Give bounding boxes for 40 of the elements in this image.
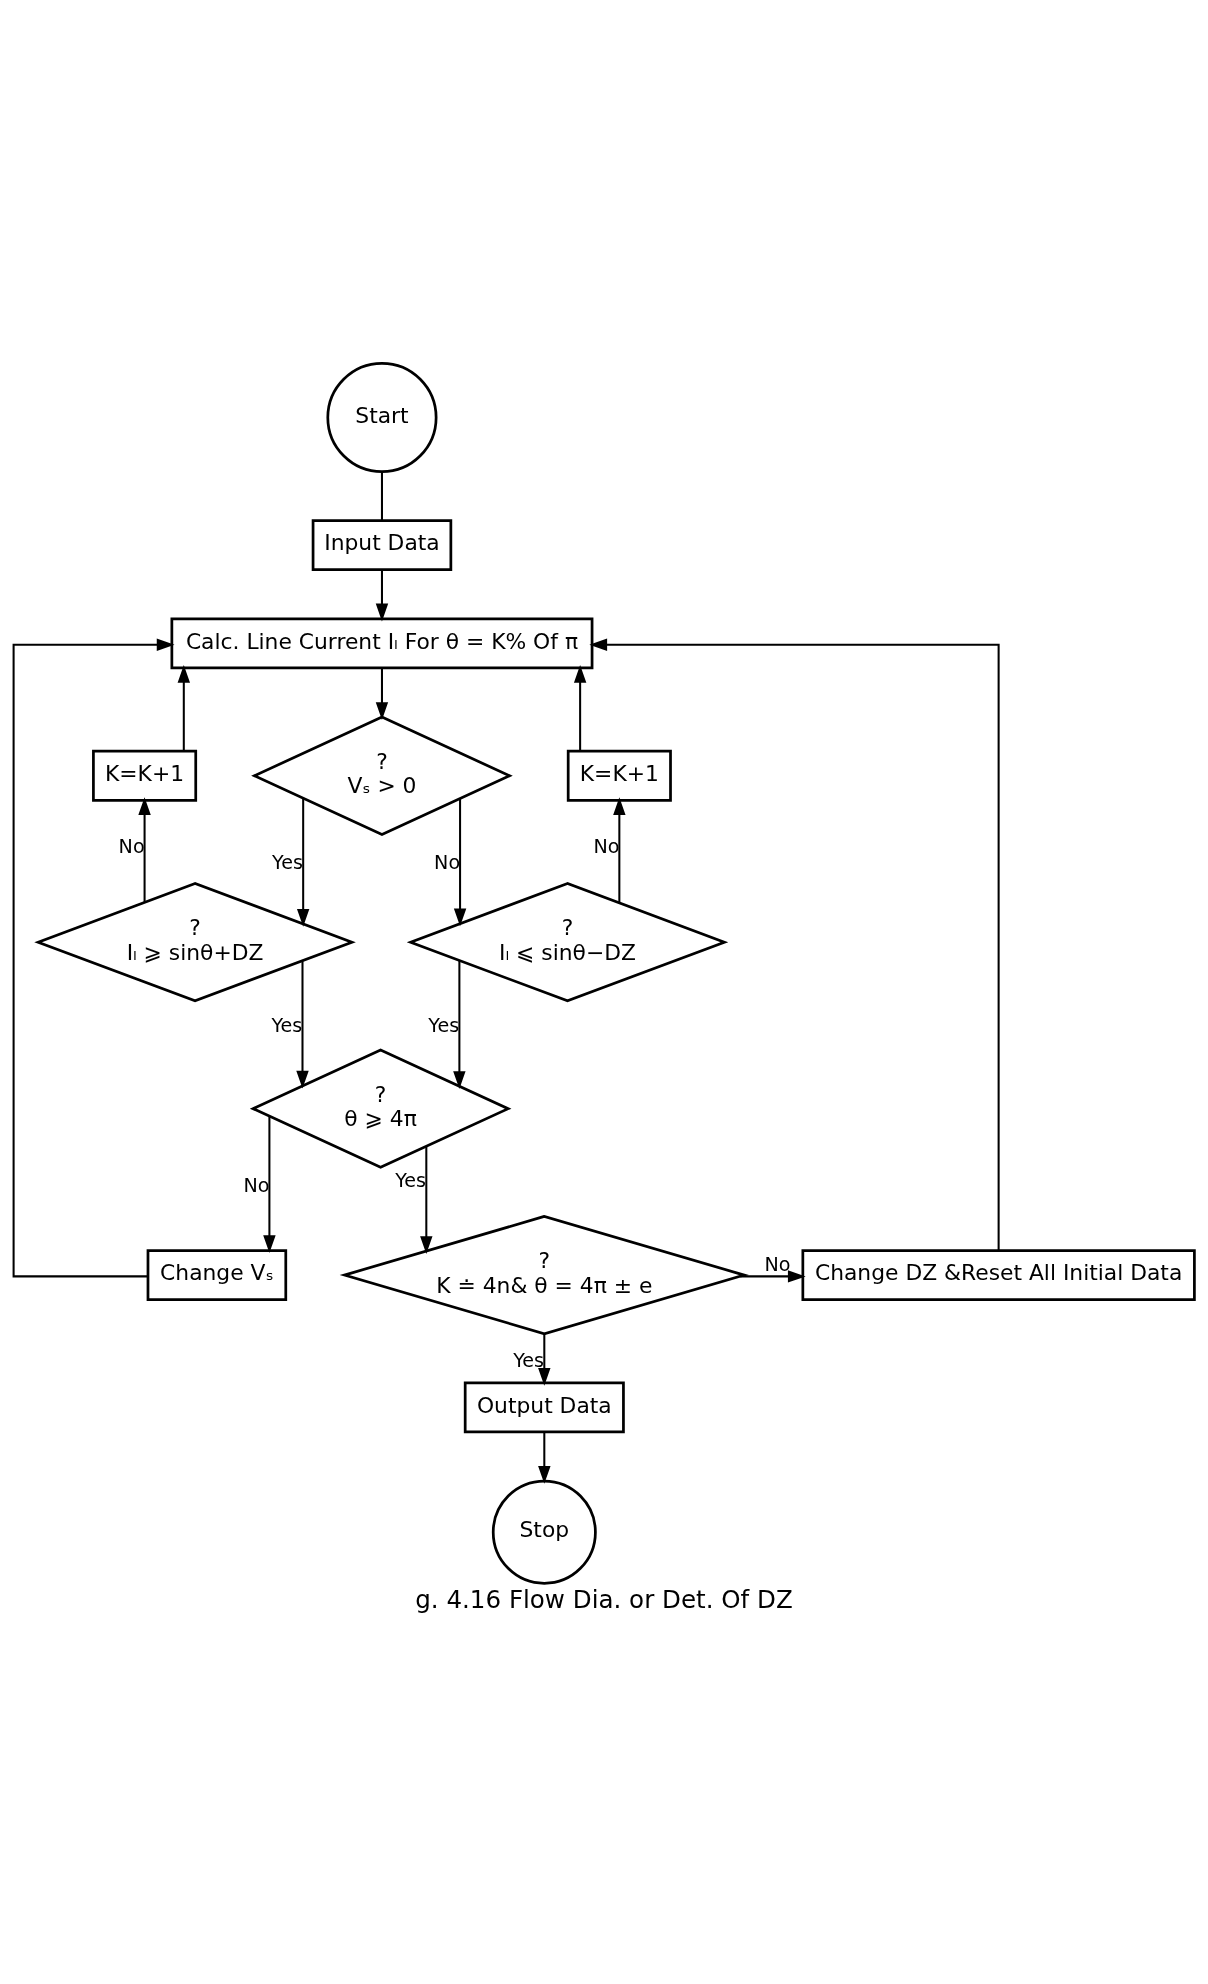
- arrow: [12, 638, 175, 1277]
- node-box: Change Vₛ: [146, 1248, 288, 1301]
- edge-label: Yes: [395, 1168, 427, 1192]
- node-box: Output Data: [463, 1381, 625, 1433]
- arrow: [453, 798, 467, 926]
- arrow: [296, 960, 309, 1089]
- edge-label: No: [118, 834, 145, 858]
- node-diamond: ? K ≐ 4n& θ = 4π ± e: [339, 1214, 749, 1335]
- edge-label: No: [434, 850, 461, 874]
- arrow: [538, 1333, 551, 1386]
- arrow: [375, 667, 389, 720]
- arrow: [296, 797, 310, 927]
- node-diamond: ? θ ⩾ 4π: [249, 1047, 512, 1169]
- arrow: [453, 960, 466, 1089]
- node-circle: Stop: [491, 1479, 597, 1585]
- arrow: [375, 569, 389, 621]
- node-circle: Start: [326, 361, 438, 473]
- node-diamond: ? Iₗ ⩾ sinθ+DZ: [34, 881, 356, 1002]
- node-diamond: ? Vₛ > 0: [251, 715, 513, 836]
- arrow: [613, 796, 626, 903]
- arrow: [420, 1145, 433, 1254]
- node-box: K=K+1: [566, 749, 672, 802]
- arrow: [589, 638, 1000, 1250]
- arrow: [573, 664, 587, 751]
- caption: g. 4.16 Flow Dia. or Det. Of DZ: [415, 1584, 793, 1614]
- node-box: K=K+1: [92, 749, 198, 802]
- node-box: Change DZ &Reset All Initial Data: [801, 1248, 1196, 1301]
- edge-label: No: [764, 1252, 791, 1276]
- connector: [380, 471, 383, 520]
- arrow: [740, 1269, 806, 1283]
- node-box: Calc. Line Current Iₗ For θ = K% Of π: [170, 617, 594, 669]
- arrow: [538, 1431, 551, 1484]
- node-box: Input Data: [311, 518, 453, 571]
- arrow: [177, 664, 190, 751]
- node-diamond: ? Iₗ ⩽ sinθ−DZ: [406, 881, 729, 1002]
- arrow: [263, 1115, 276, 1253]
- arrow: [138, 796, 151, 902]
- edge-label: Yes: [513, 1348, 545, 1372]
- edge-label: Yes: [272, 850, 303, 874]
- edge-label: Yes: [271, 1013, 303, 1037]
